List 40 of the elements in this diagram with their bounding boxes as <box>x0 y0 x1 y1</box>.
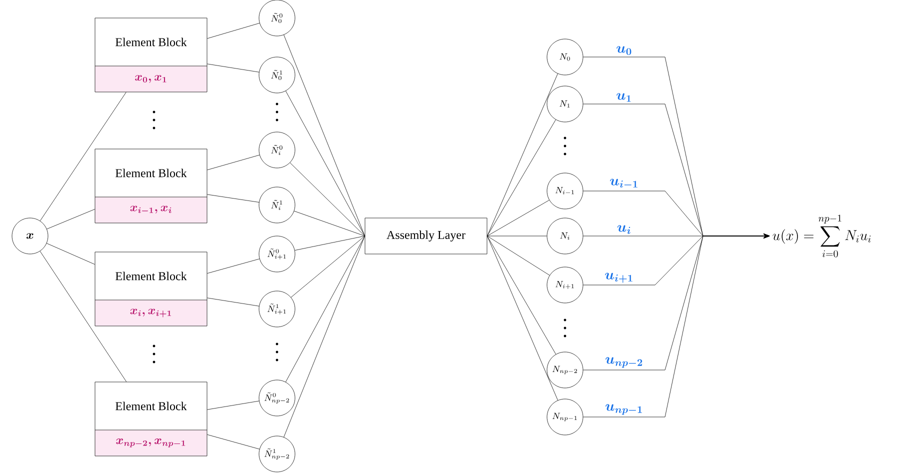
connector <box>284 236 365 438</box>
connector <box>207 194 260 202</box>
element-block: Element Block $x_{np-2}, x_{np-1}$ <box>94 382 208 456</box>
connector <box>284 34 365 236</box>
output-formula: $u(x) = \sum_{i=0}^{np-1} N_i u_i$ <box>772 214 871 258</box>
connector <box>286 90 365 236</box>
connector <box>290 236 365 298</box>
edge-label: $u_1$ <box>616 93 631 102</box>
connector <box>207 64 260 72</box>
assembly-box: Assembly Layer <box>364 218 488 254</box>
connector <box>487 236 558 400</box>
edge-label: $u_{i-1}$ <box>610 178 638 188</box>
connector <box>207 298 260 306</box>
connector <box>294 236 365 251</box>
edge-label: $u_{np-1}$ <box>606 404 642 415</box>
connector <box>294 210 365 236</box>
edge-label: $u_{np-2}$ <box>606 357 642 368</box>
connector <box>207 258 260 274</box>
connector <box>583 234 770 418</box>
connector <box>207 154 260 170</box>
edge-label: $u_{i+1}$ <box>605 272 632 283</box>
connector <box>487 236 550 276</box>
connector <box>207 22 260 39</box>
connector <box>487 236 556 354</box>
edge-label: $u_i$ <box>617 225 630 234</box>
connector <box>487 200 550 236</box>
connector <box>487 73 558 236</box>
connector <box>285 236 365 382</box>
connector <box>40 92 126 222</box>
connector <box>487 119 556 236</box>
connector <box>46 209 95 230</box>
connector <box>46 243 95 265</box>
connector <box>40 250 127 382</box>
connector <box>207 434 260 450</box>
element-block: Element Block $x_0, x_1$ <box>94 18 208 92</box>
element-block: Element Block $x_{i-1}, x_i$ <box>94 148 208 224</box>
connector <box>290 162 365 236</box>
edge-label: $u_0$ <box>616 46 632 55</box>
connector <box>207 400 260 410</box>
element-block: Element Block $x_i, x_{i+1}$ <box>94 252 208 326</box>
